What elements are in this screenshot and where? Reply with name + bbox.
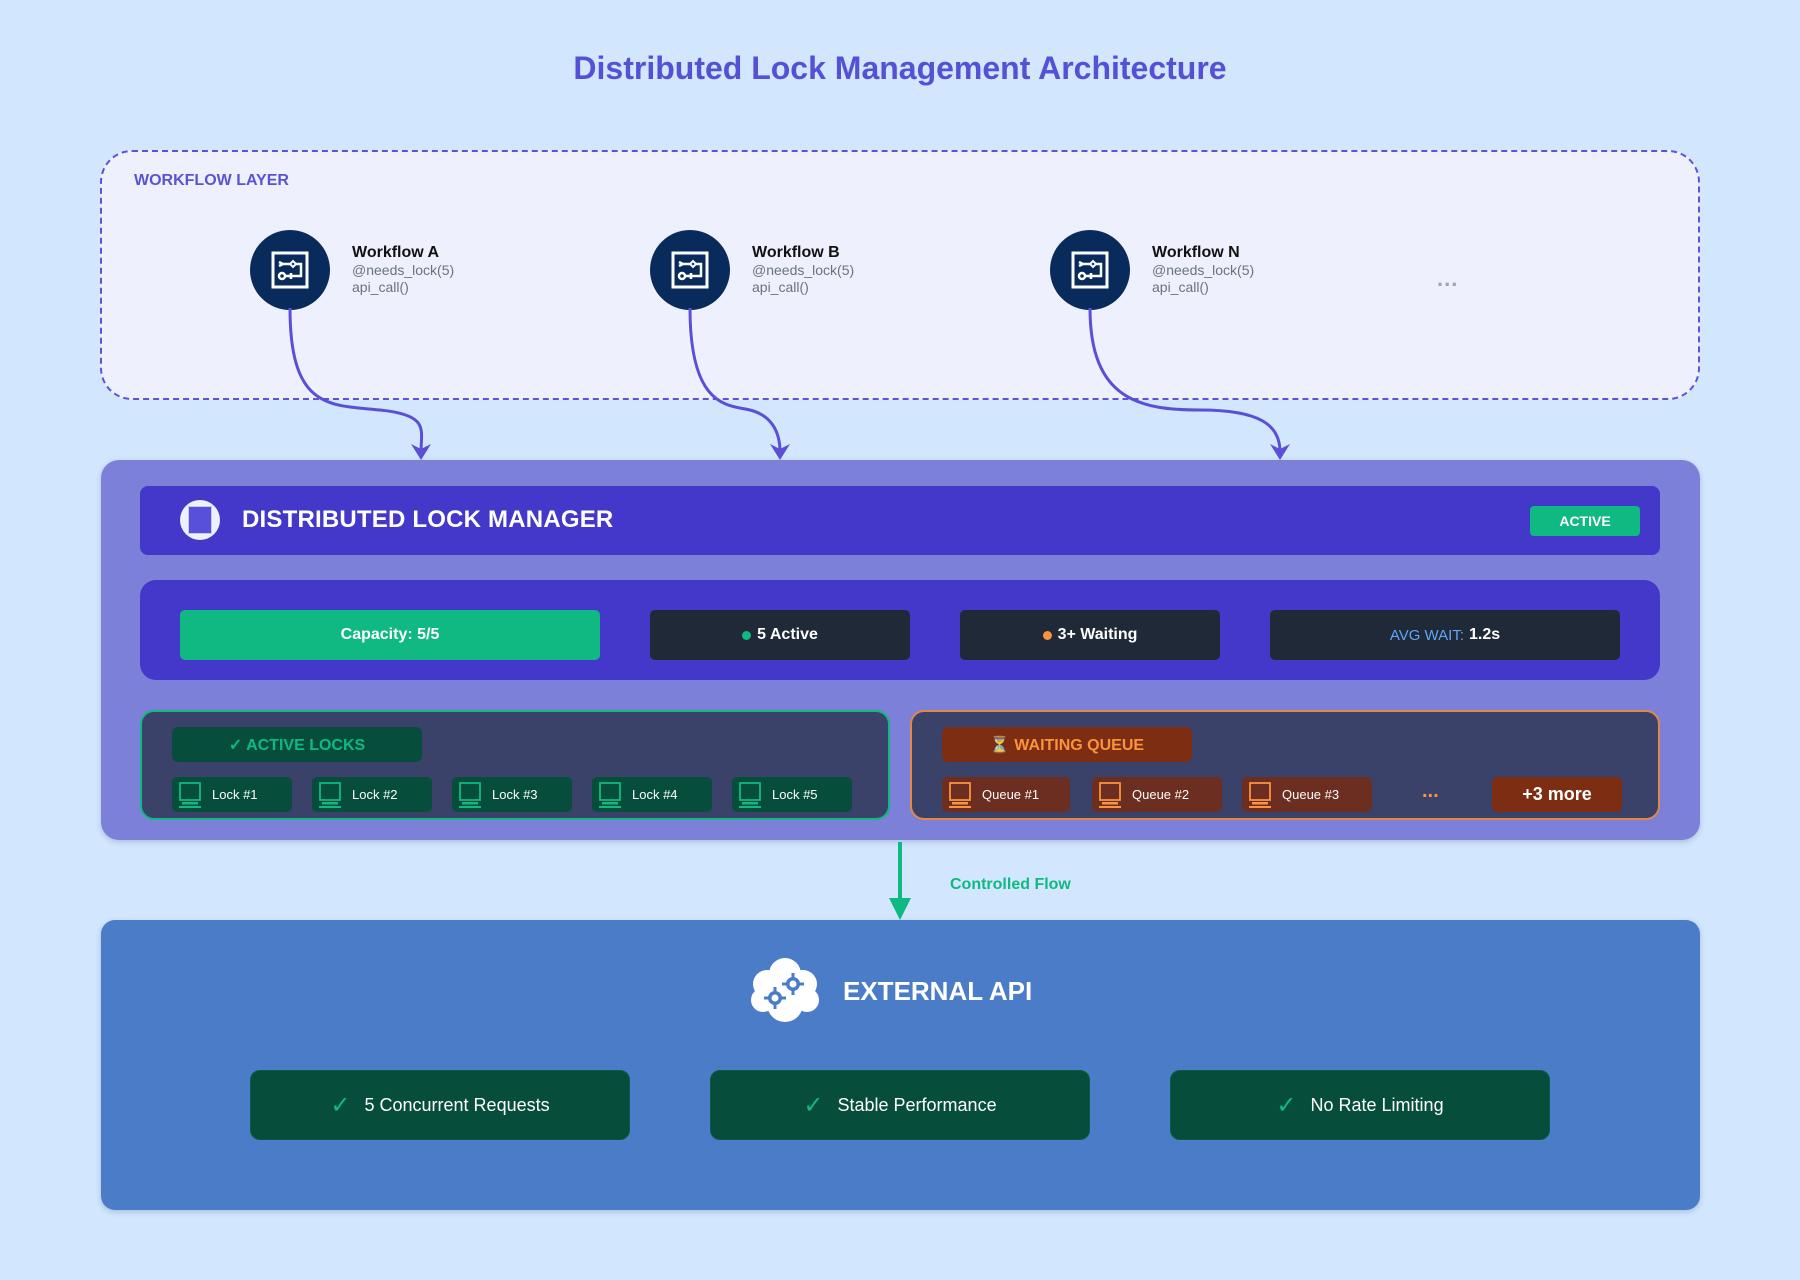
workflow-call: api_call() [752,279,809,295]
monitor-icon [319,781,341,808]
diagram-title: Distributed Lock Management Architecture [573,50,1227,86]
benefit-card: ✓ 5 Concurrent Requests [250,1070,630,1140]
status-badge: ACTIVE [1530,506,1640,536]
workflow-name: Workflow B [752,244,840,261]
lock-chip[interactable]: Lock #2 [312,777,432,812]
lock-manager-title: DISTRIBUTED LOCK MANAGER [242,506,614,533]
queue-chip[interactable]: Queue #3 [1242,777,1372,812]
queue-label: Queue #1 [982,787,1040,802]
workflow-node-a[interactable] [250,230,330,310]
benefit-label: No Rate Limiting [1310,1094,1444,1115]
active-stat: 5 Active [650,610,910,660]
lock-label: Lock #3 [492,787,538,802]
lock-label: Lock #4 [632,787,678,802]
workflow-decorator: @needs_lock(5) [752,262,855,278]
monitor-icon [1249,781,1271,808]
workflow-name: Workflow A [352,244,440,261]
waiting-dot-icon [1042,630,1052,640]
workflow-icon [250,230,330,310]
arrow-head-b [770,444,790,460]
queue-label: Queue #3 [1282,787,1340,802]
workflow-icon [650,230,730,310]
lock-chip[interactable]: Lock #4 [592,777,712,812]
workflow-b-label: Workflow B @needs_lock(5) api_call() [752,244,854,296]
arrow-head-n [1270,444,1290,460]
workflow-decorator: @needs_lock(5) [1152,262,1255,278]
monitor-icon [1099,781,1121,808]
active-locks-header: ✓ ACTIVE LOCKS [172,727,422,762]
workflow-name: Workflow N [1152,244,1240,261]
avg-wait-label: AVG WAIT: [1389,626,1465,644]
external-api-panel: EXTERNAL API ✓ 5 Concurrent Requests ✓ S… [101,920,1700,1210]
workflow-call: api_call() [352,279,409,295]
benefit-label: 5 Concurrent Requests [364,1094,550,1115]
workflow-layer: WORKFLOW LAYER [100,150,1700,400]
capacity-stat: Capacity: 5/5 [180,610,600,660]
lock-label: Lock #1 [212,787,258,802]
lock-chip[interactable]: Lock #3 [452,777,572,812]
check-icon: ✓ [803,1091,824,1119]
lock-label: Lock #2 [352,787,398,802]
monitor-icon [179,781,201,808]
controlled-flow-arrow-head [889,898,911,920]
workflow-decorator: @needs_lock(5) [352,262,455,278]
waiting-queue-header: ⏳ WAITING QUEUE [942,727,1192,762]
active-locks-panel: ✓ ACTIVE LOCKS Lock #1 Lock #2 Lock #3 L… [140,710,890,820]
workflow-node-n[interactable] [1050,230,1130,310]
lock-manager-stats: Capacity: 5/5 5 Active 3+ Waiting AVG WA… [140,580,1660,680]
queue-chip[interactable]: Queue #2 [1092,777,1222,812]
workflow-a-label: Workflow A @needs_lock(5) api_call() [352,244,454,296]
active-dot-icon [742,630,752,640]
workflow-node-b[interactable] [650,230,730,310]
lock-chip[interactable]: Lock #5 [732,777,852,812]
waiting-count: 3+ Waiting [1057,626,1138,643]
check-icon: ✓ [330,1091,351,1119]
active-count: 5 Active [757,626,818,643]
lock-label: Lock #5 [772,787,818,802]
external-api-title: EXTERNAL API [843,976,1033,1006]
cloud-gears-icon [749,954,821,1029]
lock-manager-header: DISTRIBUTED LOCK MANAGER ACTIVE [140,486,1660,555]
monitor-icon [599,781,621,808]
lock-chip[interactable]: Lock #1 [172,777,292,812]
queue-label: Queue #2 [1132,787,1190,802]
check-icon: ✓ [1276,1091,1297,1119]
avg-wait-value: 1.2s [1469,626,1501,643]
queue-chip[interactable]: Queue #1 [942,777,1070,812]
arrow-head-a [411,444,431,460]
lock-manager-icon [180,500,220,540]
monitor-icon [739,781,761,808]
more-queue-button[interactable]: +3 more [1492,777,1622,812]
controlled-flow-label: Controlled Flow [950,876,1071,893]
workflow-layer-label: WORKFLOW LAYER [134,172,289,189]
workflow-icon [1050,230,1130,310]
benefit-label: Stable Performance [837,1094,997,1115]
monitor-icon [949,781,971,808]
benefit-card: ✓ No Rate Limiting [1170,1070,1550,1140]
waiting-queue-panel: ⏳ WAITING QUEUE Queue #1 Queue #2 Queue … [910,710,1660,820]
more-workflows-ellipsis: ... [1437,266,1459,291]
waiting-stat: 3+ Waiting [960,610,1220,660]
workflow-call: api_call() [1152,279,1209,295]
benefit-card: ✓ Stable Performance [710,1070,1090,1140]
monitor-icon [459,781,481,808]
avg-wait-stat: AVG WAIT: 1.2s [1270,610,1620,660]
queue-ellipsis: ... [1422,780,1439,802]
workflow-n-label: Workflow N @needs_lock(5) api_call() [1152,244,1254,296]
